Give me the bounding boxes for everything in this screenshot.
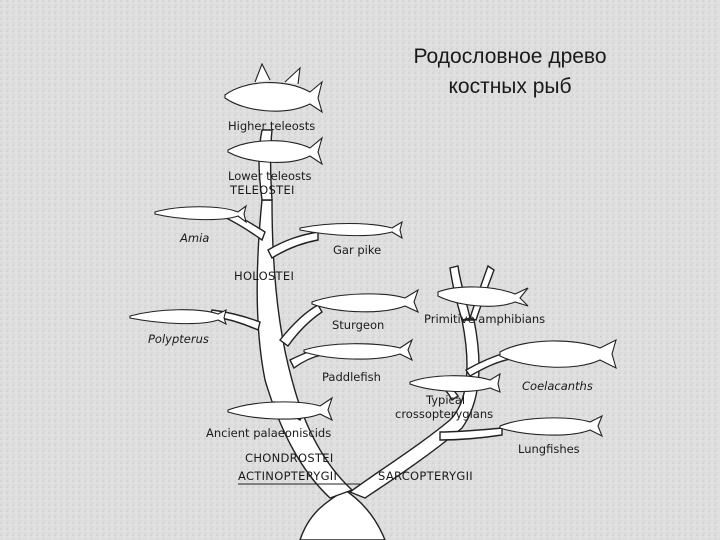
fish-higher-teleost — [224, 62, 323, 114]
slide-title: Родословное древо костных рыб — [360, 42, 660, 102]
fish-lungfish — [499, 414, 604, 438]
slide-title-line-1: Родословное древо — [413, 45, 607, 68]
label-teleostei: TELEOSTEI — [229, 183, 295, 197]
label-amia: Amia — [179, 231, 209, 245]
label-holostei: HOLOSTEI — [234, 269, 294, 283]
fish-sturgeon — [311, 288, 420, 314]
label-sarcopterygii: SARCOPTERYGII — [378, 469, 473, 483]
fish-amia — [154, 204, 247, 224]
fish-paddlefish — [303, 338, 414, 362]
slide-title-line-2: костных рыб — [448, 75, 572, 98]
fish-gar-pike — [299, 220, 403, 240]
label-actinopterygii: ACTINOPTERYGII — [238, 469, 337, 483]
label-sturgeon: Sturgeon — [332, 318, 384, 332]
label-crossopterygians: crossopterygians — [395, 407, 493, 421]
fish-crossopterygian — [409, 372, 501, 393]
label-lungfishes: Lungfishes — [518, 442, 580, 456]
label-ancient-palaeoniscids: Ancient palaeoniscids — [206, 426, 331, 440]
fish-primitive-amphibian — [437, 286, 529, 307]
label-lower-teleosts: Lower teleosts — [228, 169, 312, 183]
label-chondrostei: CHONDROSTEI — [245, 451, 334, 465]
label-polypterus: Polypterus — [148, 332, 209, 346]
label-paddlefish: Paddlefish — [322, 370, 381, 384]
label-higher-teleosts: Higher teleosts — [228, 119, 315, 133]
fish-lower-teleost — [227, 136, 324, 166]
fish-polypterus — [129, 308, 227, 326]
fish-palaeoniscid — [227, 396, 334, 422]
label-primitive-amphibians: Primitive amphibians — [424, 312, 545, 326]
label-typical: Typical — [425, 393, 465, 407]
label-gar-pike: Gar pike — [333, 243, 381, 257]
fish-coelacanth — [499, 338, 617, 370]
label-coelacanths: Coelacanths — [522, 379, 593, 393]
